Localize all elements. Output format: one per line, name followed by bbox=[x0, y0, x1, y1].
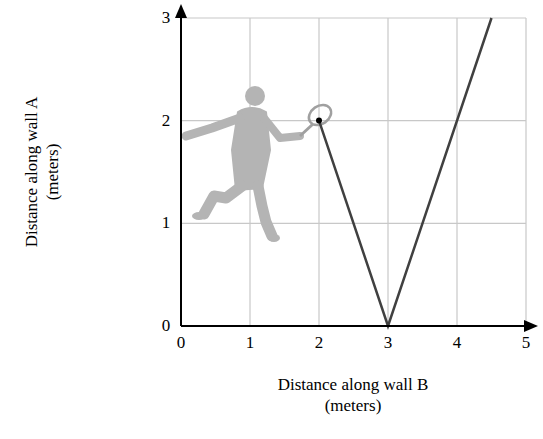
tennis-racket bbox=[300, 101, 335, 136]
tick-label: 3 bbox=[384, 332, 393, 353]
axis-title: Distance along wall A (meters) bbox=[21, 86, 64, 258]
tick-label: 0 bbox=[162, 315, 171, 336]
tick-label: 1 bbox=[246, 332, 255, 353]
tick-label: 4 bbox=[453, 332, 462, 353]
axes bbox=[175, 4, 538, 332]
tick-label: 2 bbox=[315, 332, 324, 353]
tick-label: 1 bbox=[162, 213, 171, 234]
ball-path bbox=[319, 18, 492, 326]
tennis-player bbox=[186, 86, 300, 242]
tick-label: 0 bbox=[177, 332, 186, 353]
tick-label: 3 bbox=[162, 7, 171, 28]
ball-dot bbox=[316, 118, 322, 124]
grid bbox=[181, 18, 526, 326]
axis-title: Distance along wall B (meters) bbox=[258, 374, 448, 417]
tick-label: 5 bbox=[522, 332, 531, 353]
tick-label: 2 bbox=[162, 110, 171, 131]
